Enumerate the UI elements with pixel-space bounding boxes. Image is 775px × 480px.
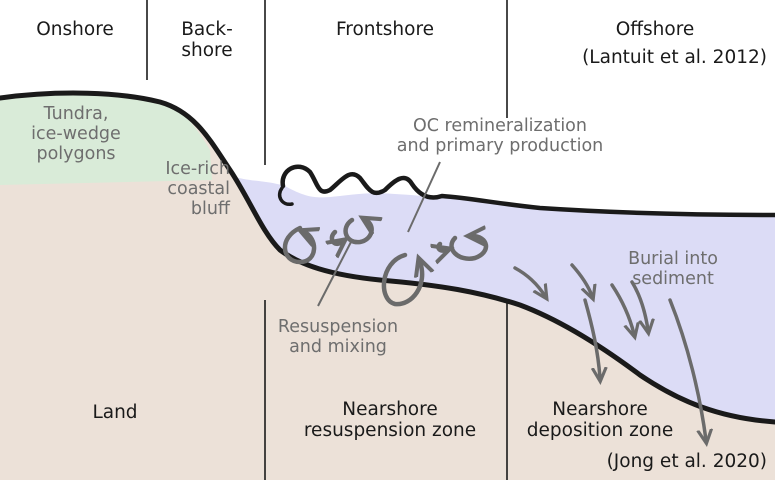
nearshore-resuspension-label: Nearshore resuspension zone	[290, 400, 490, 442]
tundra-label: Tundra, ice-wedge polygons	[6, 105, 146, 164]
resuspension-label: Resuspension and mixing	[248, 318, 428, 358]
bluff-label: Ice-rich coastal bluff	[110, 160, 230, 219]
zone-backshore-label: Back- shore	[152, 20, 262, 62]
offshore-reference-label: (Lantuit et al. 2012)	[560, 48, 767, 69]
burial-label: Burial into sediment	[598, 250, 748, 290]
nearshore-deposition-label: Nearshore deposition zone	[525, 400, 675, 442]
zone-frontshore-label: Frontshore	[300, 20, 470, 41]
zone-onshore-label: Onshore	[20, 20, 130, 41]
zone-offshore-label: Offshore	[580, 20, 730, 41]
land-zone-label: Land	[60, 403, 170, 424]
deposition-reference-label: (Jong et al. 2020)	[560, 452, 767, 473]
oc-label: OC remineralization and primary producti…	[360, 117, 640, 157]
